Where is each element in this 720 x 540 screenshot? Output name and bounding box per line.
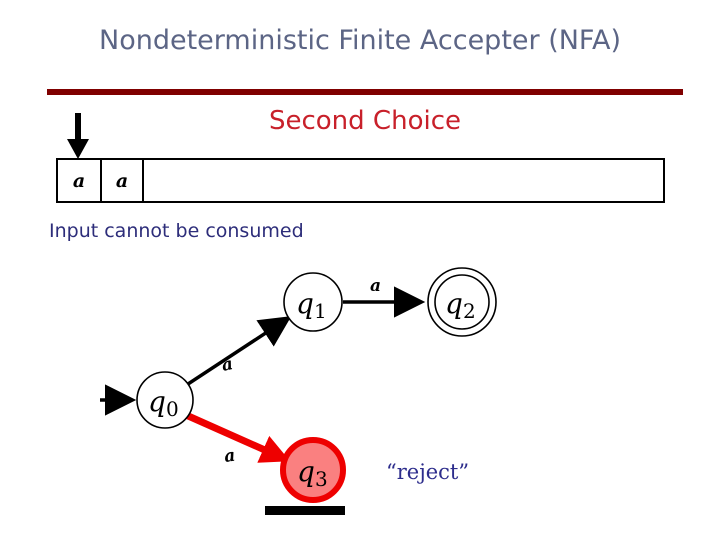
automaton-diagram: a a a q 0 q 1 q 2 <box>100 267 497 515</box>
transition-label-q1-q2: a <box>370 276 381 296</box>
page-title: Nondeterministic Finite Accepter (NFA) <box>99 25 621 56</box>
transition-label-q0-q3: a <box>223 446 237 467</box>
state-node-q1[interactable]: q 1 <box>283 272 343 332</box>
state-node-q0[interactable]: q 0 <box>136 371 194 429</box>
transition-q0-to-q3: a <box>184 411 291 467</box>
state-label-q0: q <box>148 385 166 418</box>
transition-q1-to-q2: a <box>343 276 426 318</box>
slide-subtitle: Second Choice <box>268 106 461 136</box>
title-divider <box>47 89 683 95</box>
tape-cell: a <box>102 160 144 201</box>
state-node-q2[interactable]: q 2 <box>427 267 497 337</box>
state-subscript-q1: 1 <box>314 299 327 323</box>
tape-head-arrow-icon <box>67 113 89 159</box>
q3-underline-bar <box>265 506 345 515</box>
input-tape: a a <box>56 158 665 203</box>
reject-annotation: “reject” <box>386 460 470 484</box>
tape-cell: a <box>58 160 102 201</box>
tape-cell <box>144 160 663 201</box>
transition-label-q0-q1: a <box>220 354 235 376</box>
transition-q0-to-q1: a <box>187 316 292 386</box>
state-label-q3: q <box>297 455 315 488</box>
state-subscript-q0: 0 <box>166 397 179 421</box>
state-label-q1: q <box>296 287 314 320</box>
status-note: Input cannot be consumed <box>49 220 304 242</box>
state-subscript-q3: 3 <box>315 467 328 491</box>
state-node-q3[interactable]: q 3 <box>280 437 346 503</box>
state-subscript-q2: 2 <box>463 299 476 323</box>
state-label-q2: q <box>445 287 463 320</box>
